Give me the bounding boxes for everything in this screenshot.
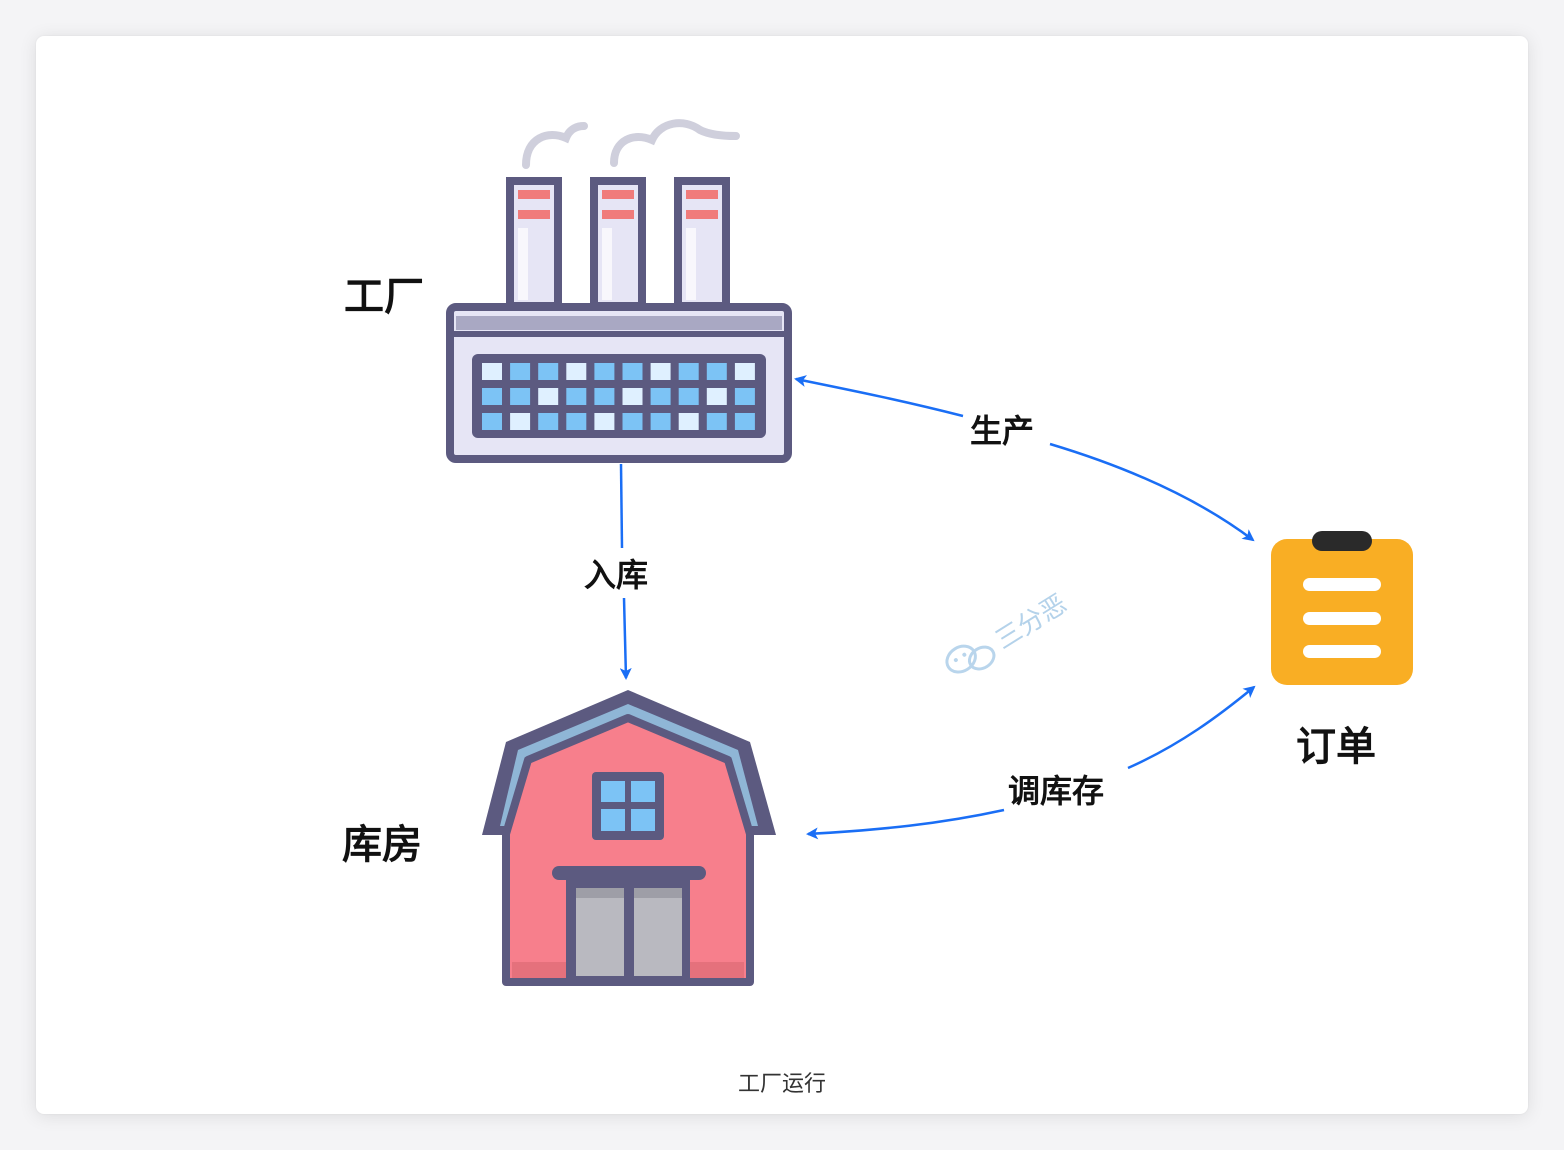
order-label: 订单 (1296, 723, 1376, 770)
edge-label-produce: 生产 (970, 412, 1034, 450)
factory-window (678, 363, 699, 380)
factory-window (510, 363, 531, 380)
edge-order-factory (794, 375, 1255, 542)
warehouse-label: 库房 (342, 821, 422, 868)
edge-order-warehouse (806, 685, 1256, 840)
factory-window (482, 363, 502, 380)
factory-window (650, 363, 671, 380)
factory-window (678, 388, 699, 405)
factory-window (510, 413, 531, 430)
edge-factory-to-warehouse (619, 463, 632, 680)
factory-window (650, 388, 671, 405)
factory-window (622, 413, 643, 430)
edge-label-inbound: 入库 (584, 556, 648, 594)
factory-window (538, 413, 559, 430)
factory-label: 工厂 (344, 273, 424, 320)
factory-window (734, 388, 755, 405)
factory-window (622, 388, 643, 405)
factory-window (594, 413, 615, 430)
factory-window (482, 413, 502, 430)
watermark: 三分恶 (945, 589, 1072, 674)
factory-window-grid (482, 363, 755, 430)
factory-window (622, 363, 643, 380)
figure-caption: 工厂运行 (737, 1072, 826, 1097)
factory-window (482, 388, 502, 405)
factory-window (566, 413, 587, 430)
edge-label-transfer-stock: 调库存 (1008, 772, 1104, 810)
factory-icon (446, 119, 792, 463)
barn-warehouse-icon (482, 690, 776, 986)
factory-window (706, 413, 727, 430)
factory-window (594, 388, 615, 405)
factory-window (538, 388, 559, 405)
factory-window (510, 388, 531, 405)
watermark-text: 三分恶 (990, 589, 1072, 656)
factory-window (734, 413, 755, 430)
factory-window (566, 388, 587, 405)
factory-window (706, 388, 727, 405)
factory-window (566, 363, 587, 380)
wechat-icon (945, 644, 996, 674)
factory-window (594, 363, 615, 380)
clipboard-order-icon (1271, 531, 1413, 685)
factory-window (538, 363, 559, 380)
factory-window (734, 363, 755, 380)
factory-window (678, 413, 699, 430)
factory-window (706, 363, 727, 380)
factory-window (650, 413, 671, 430)
